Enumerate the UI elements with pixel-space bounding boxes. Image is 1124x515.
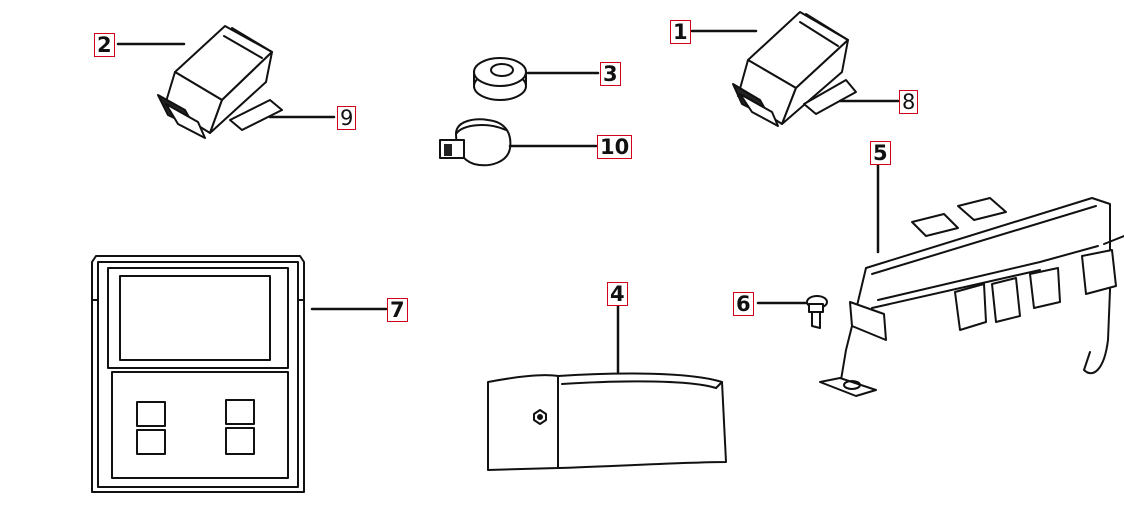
callout-2: 2 <box>94 33 115 57</box>
callout-8: 8 <box>899 90 919 114</box>
part-2-relay-module <box>157 25 283 139</box>
callout-6: 6 <box>733 292 754 316</box>
part-1-relay-module <box>732 11 857 127</box>
callout-5: 5 <box>870 141 891 165</box>
part-5-mounting-frame <box>819 197 1124 397</box>
callout-1: 1 <box>670 20 691 44</box>
callout-7: 7 <box>387 298 408 322</box>
part-3-grommet <box>473 57 527 101</box>
part-6-screw <box>806 295 828 329</box>
callout-9: 9 <box>337 106 357 130</box>
part-4-clip-bracket <box>487 372 727 471</box>
leader-lines <box>116 29 900 374</box>
callout-3: 3 <box>600 62 621 86</box>
callout-4: 4 <box>607 282 628 306</box>
part-10-cap <box>439 118 512 167</box>
part-7-display-panel <box>91 255 305 493</box>
callout-10: 10 <box>597 135 633 159</box>
